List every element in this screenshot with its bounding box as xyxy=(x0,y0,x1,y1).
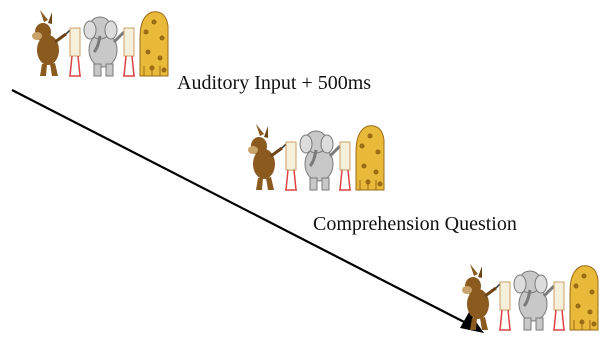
animals-painting-image-2 xyxy=(246,122,386,192)
animals-painting-image-1 xyxy=(30,8,170,78)
step-caption-auditory-input: Auditory Input + 500ms xyxy=(177,72,372,94)
animals-painting-image-3 xyxy=(460,262,600,332)
step-caption-comprehension-question: Comprehension Question xyxy=(313,213,517,235)
